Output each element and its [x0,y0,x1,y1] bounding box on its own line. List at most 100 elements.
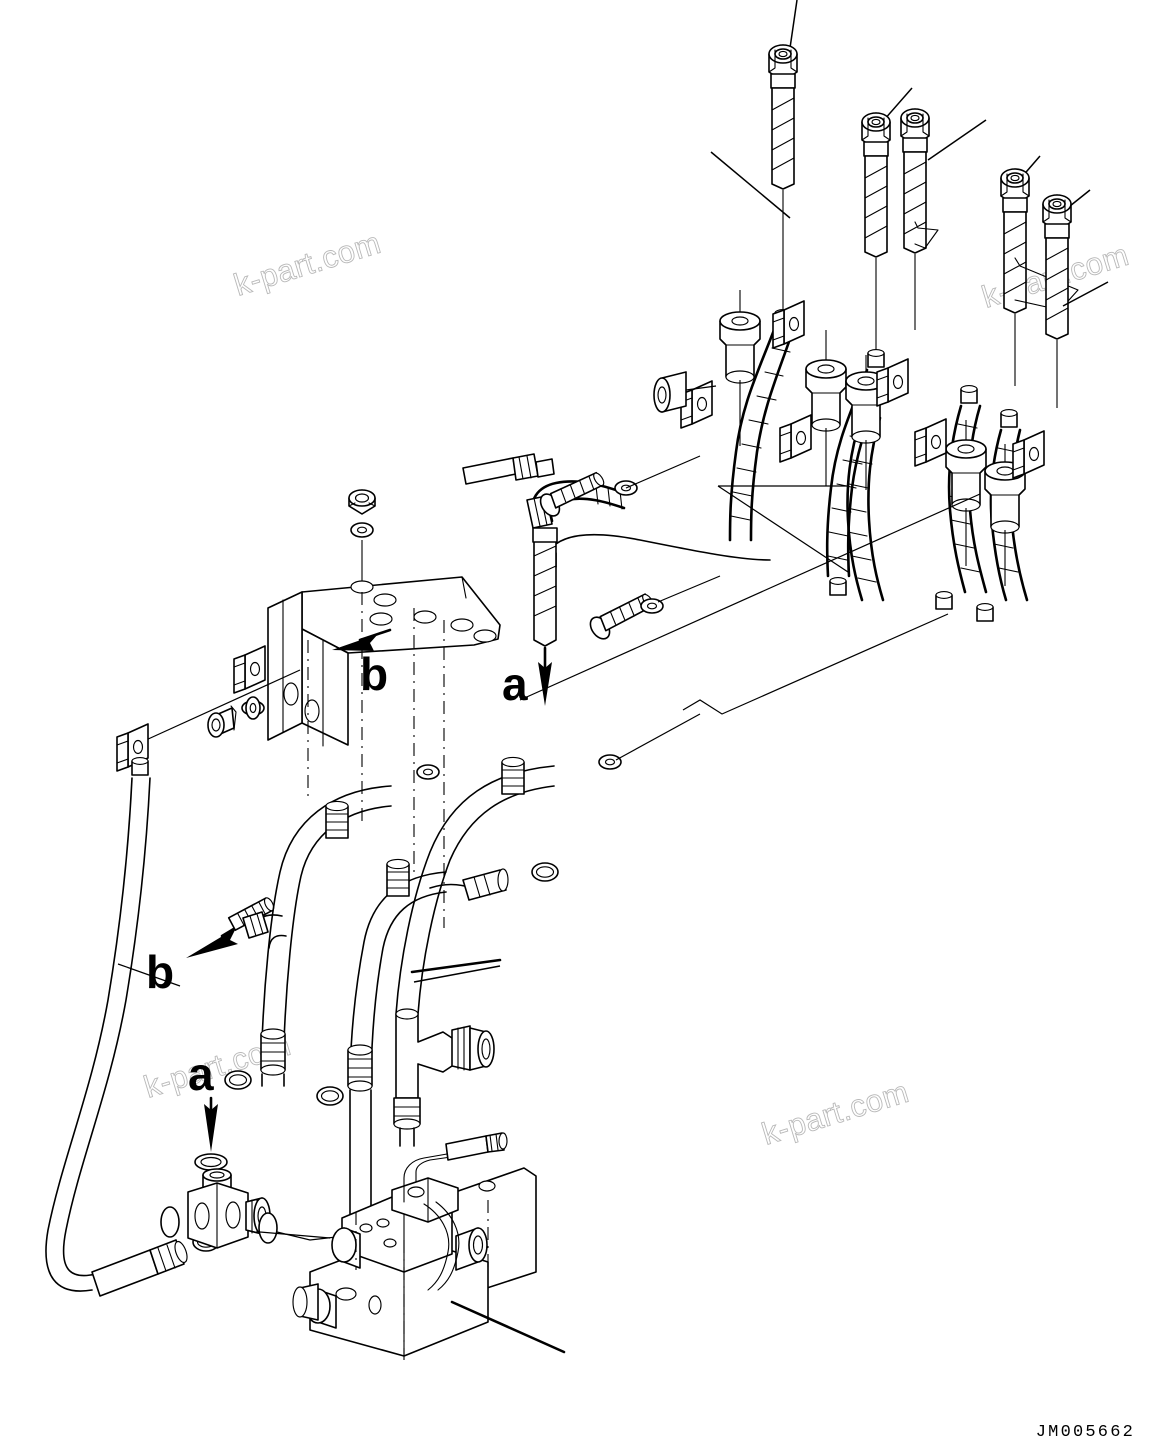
leader-line [259,1231,331,1239]
section-marker-a-lower: a [188,1048,228,1171]
steel-tube-right-with-tee [393,713,701,1147]
o-ring-inner [200,1156,222,1168]
hose-ferrule [1000,408,1018,428]
hose-routing-outline [914,221,939,249]
section-marker-label: b [146,946,174,998]
group-outline [717,485,849,574]
hydraulic-hose [749,328,795,542]
bracket-hole [283,682,299,706]
tube-coupling-nut [260,1028,286,1076]
hose-ferrule [829,576,847,596]
center-bolt-washer [519,493,981,701]
section-arrow-head [538,662,552,706]
hose-assembly-group-1 [710,0,798,542]
hydraulic-control-valve-assembly [292,1132,566,1360]
hose-ferrule [131,756,149,776]
hose-routing-outline [1014,257,1079,311]
bracket-hole [369,612,393,626]
valve-internal-tube [403,1149,471,1203]
hose-bracket-clip [233,645,266,694]
leader-line [789,0,798,49]
tube-coupling-nut [386,858,410,897]
cube-valve-fitting [160,1168,381,1249]
hose-end-fitting [900,108,930,254]
leader-line [145,669,301,741]
hose-ferrule [935,590,953,610]
bracket-hole [473,629,497,643]
section-arrow-head [204,1104,218,1152]
leader-line-emphasis [450,1300,566,1354]
leader-line [413,965,501,983]
left-long-hose [45,756,220,1297]
tube-elbow-fitting [429,868,509,901]
drawing-number: JM005662 [1035,1423,1135,1442]
flat-washer [416,764,440,780]
hose-end-fitting [1042,194,1072,340]
tube-elbow-fitting [242,911,287,949]
hose-assembly-group-4 [935,155,1079,610]
leader-line [117,963,181,987]
tube-wall [261,785,392,1043]
bracket-hole [350,580,374,594]
o-ring [160,1206,180,1238]
o-ring [316,1086,344,1106]
hydraulic-hose-outer-wall [45,777,133,1292]
hydraulic-hose [947,404,967,594]
tube-wall [370,891,447,1077]
bracket-fold-line [282,599,324,747]
elbow-hose-assembly [462,453,771,568]
bracket-hole [304,699,320,723]
hose-braid-hatch [730,347,791,521]
mounting-bracket-assembly [267,489,501,928]
bracket-hole [413,610,437,624]
leader-line [1062,281,1109,307]
bracket-hole [373,593,397,607]
valve-top-port [478,1180,496,1192]
hose-ferrule [960,384,978,404]
valve-bolt-head [383,1238,397,1248]
section-marker-label: a [502,658,528,710]
flat-washer [598,754,622,770]
o-ring [224,1070,252,1090]
hose-collar [532,527,558,543]
hose-end-coupling [91,1239,188,1297]
o-ring [531,862,559,882]
valve-port [335,1287,357,1301]
leader-line [657,575,721,603]
tube-wall [283,805,392,1043]
leader-line-emphasis [410,958,502,974]
section-arrow-shaft [358,628,392,642]
hose-end-fitting [1000,168,1030,314]
hydraulic-hose [867,416,885,602]
section-marker-b-upper: b [332,628,392,700]
hose-braid-hatch [533,545,557,617]
watermark-text: k-part.com [230,225,385,303]
valve-bolt-head [376,1218,390,1228]
valve-internal-tube [435,1201,460,1291]
bracket-top-plate [301,576,501,654]
o-ring [258,1212,278,1244]
leader-line [883,87,913,121]
valve-port [368,1295,382,1315]
section-arrow-head [186,928,238,958]
left-small-parts-group [116,645,301,772]
tube-end-fitting [462,453,555,485]
split-clamp-half [207,705,237,738]
tube-coupling-nut [501,756,525,795]
leader-line [615,713,701,761]
bracket-clip-group [653,300,1045,479]
valve-bolt-head [359,1223,373,1233]
hose-clamp-grommet [719,311,761,384]
hose-ferrule [867,348,885,368]
hex-nut [348,489,376,515]
section-marker-b-lower: b [146,897,275,998]
group-outline [682,613,949,715]
hose-assembly-group-2 [805,87,913,596]
solenoid-coil [292,1283,337,1329]
leader-line [927,119,987,161]
valve-port-boss [455,1227,488,1271]
leader-line [519,493,981,701]
hose-bracket-clip [772,300,805,349]
